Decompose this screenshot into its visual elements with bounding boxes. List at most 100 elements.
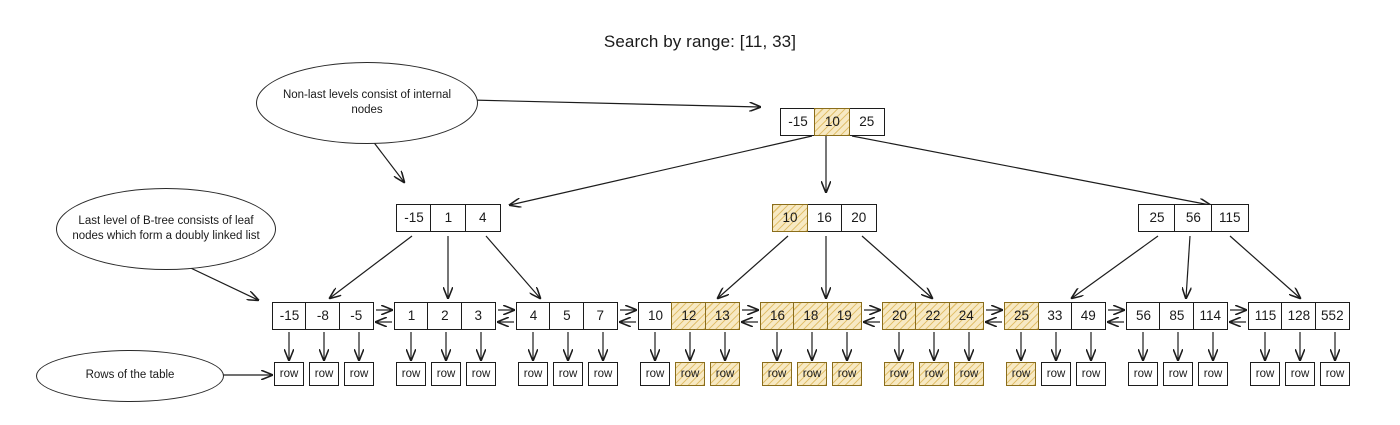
internal-node-right-cell-1[interactable]: 56	[1174, 204, 1213, 232]
row-group-8-row-1[interactable]: row	[1163, 362, 1193, 386]
leaf-node-6-cell-0-value: 20	[891, 308, 908, 324]
row-group-9-row-1[interactable]: row	[1285, 362, 1315, 386]
leaf-node-2-cell-2[interactable]: 3	[460, 302, 496, 330]
leaf-node-1-cell-1-value: -8	[316, 308, 329, 324]
row-group-8-row-1-label: row	[1168, 368, 1188, 380]
row-group-1-row-1[interactable]: row	[309, 362, 339, 386]
row-group-7-row-0[interactable]: row	[1006, 362, 1036, 386]
row-group-6-row-2[interactable]: row	[954, 362, 984, 386]
callout-leaf-nodes-text: Last level of B-tree consists of leaf no…	[72, 214, 260, 242]
root-cell-1[interactable]: 10	[814, 108, 851, 136]
leaf-node-5[interactable]: 16 18 19	[760, 302, 862, 330]
leaf-node-6-cell-0[interactable]: 20	[882, 302, 917, 330]
leaf-node-9-cell-2-value: 552	[1321, 308, 1344, 324]
root-cell-0[interactable]: -15	[780, 108, 816, 136]
leaf-node-2-cell-0[interactable]: 1	[394, 302, 429, 330]
row-group-5-row-2[interactable]: row	[832, 362, 862, 386]
internal-node-left-cell-0[interactable]: -15	[396, 204, 432, 232]
leaf-node-1-cell-1[interactable]: -8	[305, 302, 341, 330]
row-group-1-row-2-label: row	[349, 368, 369, 380]
row-group-4-row-1[interactable]: row	[675, 362, 705, 386]
row-group-1-row-2[interactable]: row	[344, 362, 374, 386]
row-group-9-row-2[interactable]: row	[1320, 362, 1350, 386]
row-group-3-row-0[interactable]: row	[518, 362, 548, 386]
row-group-2-row-2[interactable]: row	[466, 362, 496, 386]
row-group-3-row-1-label: row	[558, 368, 578, 380]
leaf-node-5-cell-1[interactable]: 18	[793, 302, 829, 330]
leaf-node-7-cell-0-value: 25	[1013, 308, 1030, 324]
leaf-node-9-cell-2[interactable]: 552	[1314, 302, 1350, 330]
row-group-3-row-2[interactable]: row	[588, 362, 618, 386]
row-group-6-row-2-label: row	[959, 368, 979, 380]
leaf-node-1[interactable]: -15 -8 -5	[272, 302, 374, 330]
row-group-7-row-1[interactable]: row	[1041, 362, 1071, 386]
leaf-node-3-cell-2[interactable]: 7	[582, 302, 618, 330]
row-group-6-row-0[interactable]: row	[884, 362, 914, 386]
row-group-6-row-1[interactable]: row	[919, 362, 949, 386]
leaf-node-1-cell-2-value: -5	[350, 308, 363, 324]
leaf-node-1-cell-0-value: -15	[279, 308, 300, 324]
row-group-9-row-0[interactable]: row	[1250, 362, 1280, 386]
row-group-5-row-0[interactable]: row	[762, 362, 792, 386]
internal-node-middle-cell-1[interactable]: 16	[806, 204, 843, 232]
internal-node-left[interactable]: -15 1 4	[396, 204, 501, 232]
leaf-node-7-cell-1[interactable]: 33	[1037, 302, 1073, 330]
row-group-8-row-2[interactable]: row	[1198, 362, 1228, 386]
root-cell-2[interactable]: 25	[848, 108, 885, 136]
row-group-2-row-0[interactable]: row	[396, 362, 426, 386]
leaf-node-8-cell-0[interactable]: 56	[1126, 302, 1161, 330]
internal-node-right-cell-0[interactable]: 25	[1138, 204, 1176, 232]
row-group-5-row-1[interactable]: row	[797, 362, 827, 386]
leaf-node-5-cell-1-value: 18	[803, 308, 819, 324]
leaf-node-3-cell-1[interactable]: 5	[549, 302, 585, 330]
leaf-node-4-cell-1[interactable]: 12	[671, 302, 707, 330]
row-group-4-row-2-label: row	[715, 368, 735, 380]
leaf-node-9-cell-0[interactable]: 115	[1248, 302, 1283, 330]
internal-node-left-cell-0-value: -15	[404, 210, 424, 226]
leaf-node-9-cell-1[interactable]: 128	[1281, 302, 1317, 330]
row-group-4-row-0[interactable]: row	[640, 362, 670, 386]
internal-node-middle-cell-0[interactable]: 10	[772, 204, 808, 232]
row-group-8-row-0[interactable]: row	[1128, 362, 1158, 386]
leaf-node-4-cell-0[interactable]: 10	[638, 302, 673, 330]
internal-node-left-cell-1-value: 1	[444, 210, 453, 226]
row-group-2-row-1[interactable]: row	[431, 362, 461, 386]
leaf-node-5-cell-0[interactable]: 16	[760, 302, 795, 330]
internal-node-right-cell-2[interactable]: 115	[1210, 204, 1249, 232]
row-group-2-row-1-label: row	[436, 368, 456, 380]
leaf-node-2-cell-1[interactable]: 2	[427, 302, 463, 330]
leaf-node-8-cell-2[interactable]: 114	[1192, 302, 1228, 330]
internal-node-left-cell-2[interactable]: 4	[464, 204, 501, 232]
leaf-node-1-cell-2[interactable]: -5	[338, 302, 374, 330]
row-group-7-row-2[interactable]: row	[1076, 362, 1106, 386]
leaf-node-3-cell-0[interactable]: 4	[516, 302, 551, 330]
leaf-node-7-cell-2[interactable]: 49	[1070, 302, 1106, 330]
leaf-node-5-cell-2[interactable]: 19	[826, 302, 862, 330]
internal-node-left-cell-2-value: 4	[479, 210, 487, 226]
leaf-node-3-cell-2-value: 7	[596, 308, 605, 324]
leaf-node-6-cell-2[interactable]: 24	[948, 302, 984, 330]
internal-node-left-cell-1[interactable]: 1	[430, 204, 467, 232]
row-group-4-row-2[interactable]: row	[710, 362, 740, 386]
leaf-node-7-cell-0[interactable]: 25	[1004, 302, 1039, 330]
leaf-node-4-cell-2[interactable]: 13	[704, 302, 740, 330]
row-group-1-row-0[interactable]: row	[274, 362, 304, 386]
leaf-node-6-cell-1[interactable]: 22	[915, 302, 951, 330]
internal-node-middle-cell-2[interactable]: 20	[840, 204, 877, 232]
row-group-3-row-1[interactable]: row	[553, 362, 583, 386]
leaf-node-8-cell-1[interactable]: 85	[1159, 302, 1195, 330]
leaf-node-1-cell-0[interactable]: -15	[272, 302, 307, 330]
